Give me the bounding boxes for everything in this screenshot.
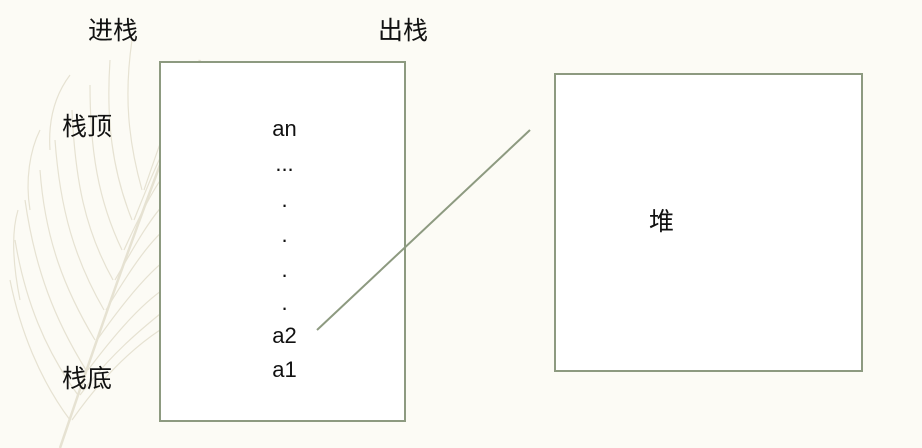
stack-item: ...: [275, 151, 294, 176]
pop-label: 出栈: [378, 16, 429, 45]
push-label: 进栈: [88, 16, 139, 45]
stack-bottom-label: 栈底: [62, 364, 113, 393]
stack-item: a2: [272, 323, 297, 348]
stack-item: .: [281, 257, 288, 282]
stack-item: an: [272, 116, 297, 141]
stack-item: .: [281, 222, 288, 247]
stack-item: a1: [272, 357, 297, 382]
stack-item: .: [281, 290, 288, 315]
heap-box: 堆: [554, 73, 863, 372]
stack-item: .: [281, 187, 288, 212]
heap-label: 堆: [649, 207, 675, 236]
stack-top-label: 栈顶: [62, 112, 113, 141]
stack-box: an ... . . . . a2 a1: [159, 61, 406, 422]
